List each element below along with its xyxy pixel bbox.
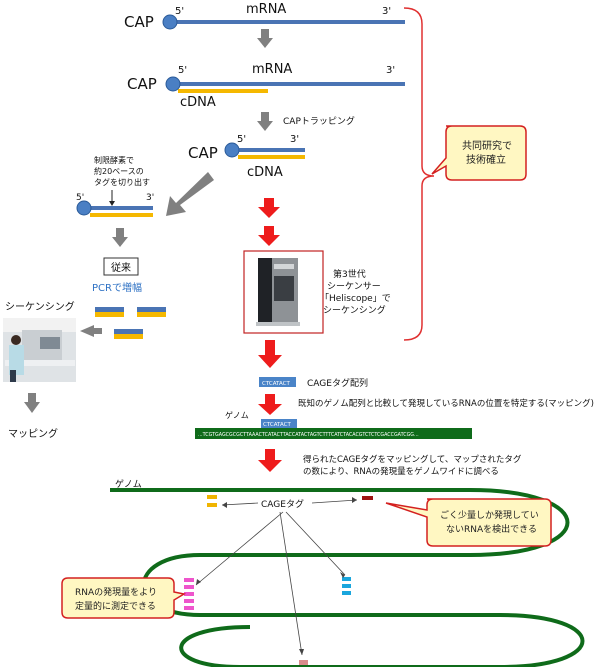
- third-gen-line2: シーケンサー: [327, 281, 381, 292]
- cap-label-2: CAP: [127, 75, 157, 93]
- conventional-box: 従来: [103, 257, 139, 276]
- red-arrow-1: [258, 198, 280, 218]
- rare-callout-line1: ごく少量しか発現してい: [440, 509, 539, 521]
- three-prime-label-4: 3': [146, 193, 154, 203]
- rare-callout-line2: ないRNAを検出できる: [446, 523, 537, 535]
- right-bracket: [403, 7, 435, 341]
- pcr-products: [95, 307, 166, 339]
- restriction-enzyme-note: 制限酵素で 約20ベースの タグを切り出す: [94, 155, 150, 206]
- count-desc-line1: 得られたCAGEタグをマッピングして、マップされたタグ: [303, 454, 522, 465]
- tag-pink-4: [184, 599, 194, 603]
- heliscope-caption: 第3世代 シーケンサー 「Heliscope」で シーケンシング: [320, 268, 391, 316]
- joint-callout-line2: 技術確立: [466, 153, 506, 166]
- cdna-label-2: cDNA: [180, 95, 216, 110]
- cage-tag-pointer-heads: [196, 497, 357, 655]
- tag-yellow-1: [207, 495, 217, 499]
- red-arrow-3: [258, 340, 282, 368]
- red-arrow-2: [258, 226, 280, 246]
- quant-callout: RNAの発現量をより 定量的に測定できる: [61, 577, 187, 619]
- gray-arrow-1: [257, 29, 273, 48]
- cage-tag-label: CAGEタグ: [261, 498, 304, 510]
- mrna-label-1: mRNA: [246, 2, 286, 17]
- tag-cyan-2: [342, 584, 351, 588]
- joint-research-callout: 共同研究で 技術確立: [431, 125, 527, 181]
- quant-callout-line1: RNAの発現量をより: [75, 586, 157, 598]
- genome-label-bottom: ゲノム: [115, 478, 142, 490]
- tag-cyan-3: [342, 591, 351, 595]
- heliscope-photo: [243, 250, 324, 334]
- gray-arrow-left-1: [112, 228, 128, 247]
- genome-mapping-desc: 既知のゲノム配列と比較して発現しているRNAの位置を特定する(マッピング): [298, 398, 594, 409]
- tag-pink-5: [184, 606, 194, 610]
- tag-rose: [299, 660, 308, 665]
- restriction-line2: 約20ベースの: [94, 166, 144, 176]
- cut-tag-strand: 5' 3': [76, 193, 154, 217]
- genome-tags: [184, 495, 373, 665]
- tag-pink-2: [184, 585, 194, 589]
- cage-tag-seq-label: CAGEタグ配列: [307, 377, 368, 389]
- cap-trapping-label: CAPトラッピング: [283, 115, 355, 127]
- step2-mrna-cdna: CAP 5' mRNA 3' cDNA: [127, 62, 405, 110]
- three-prime-label-3: 3': [290, 134, 299, 145]
- gray-arrow-left-2: [80, 325, 102, 337]
- pcr-label: PCRで増幅: [92, 281, 142, 294]
- five-prime-label-2: 5': [178, 65, 187, 76]
- left-branch-arrow: [166, 172, 214, 216]
- count-desc-line2: の数により、RNAの発現量をゲノムワイドに調べる: [303, 466, 499, 477]
- third-gen-line4: シーケンシング: [323, 304, 386, 316]
- lab-photo: [3, 318, 76, 382]
- five-prime-label-3: 5': [237, 134, 246, 145]
- red-arrow-5: [258, 449, 282, 472]
- cage-tag-pointers: [195, 499, 358, 656]
- tag-seq-text-2: CTCATACT: [263, 422, 291, 428]
- cap-circle-2: [165, 76, 181, 92]
- restriction-line1: 制限酵素で: [94, 155, 134, 165]
- cage-tag-sequence: CTCATACT CAGEタグ配列: [259, 377, 368, 389]
- cap-circle-1: [162, 14, 178, 30]
- quant-callout-line2: 定量的に測定できる: [75, 600, 156, 612]
- tag-yellow-2: [207, 503, 217, 507]
- joint-callout-line1: 共同研究で: [462, 139, 512, 152]
- tag-pink-1: [184, 578, 194, 582]
- mrna-label-2: mRNA: [252, 62, 292, 77]
- three-prime-label-1: 3': [382, 6, 391, 17]
- tag-darkred: [362, 496, 373, 500]
- tag-cyan-1: [342, 577, 351, 581]
- third-gen-line1: 第3世代: [333, 268, 366, 280]
- step3-cap-trapped: CAP 5' 3' cDNA: [188, 134, 305, 180]
- genome-curve: [110, 488, 585, 667]
- five-prime-label-1: 5': [175, 6, 184, 17]
- gray-arrow-2: [257, 112, 273, 131]
- conventional-label: 従来: [111, 261, 131, 274]
- mapping-left-label: マッピング: [8, 427, 58, 440]
- cap-label-1: CAP: [124, 13, 154, 31]
- three-prime-label-2: 3': [386, 65, 395, 76]
- tag-pink-3: [184, 592, 194, 596]
- red-arrow-4: [258, 394, 282, 415]
- cap-circle-4: [76, 200, 92, 216]
- step1-mrna: CAP 5' mRNA 3': [124, 2, 405, 31]
- five-prime-label-4: 5': [76, 193, 84, 203]
- mapped-tag: CTCATACT: [261, 419, 297, 428]
- cdna-label-3: cDNA: [247, 165, 283, 180]
- gray-arrow-left-3: [24, 393, 40, 413]
- cap-label-3: CAP: [188, 144, 218, 162]
- genome-label-top: ゲノム: [225, 410, 249, 420]
- rare-rna-callout: ごく少量しか発現してい ないRNAを検出できる: [385, 498, 552, 547]
- tag-seq-text-1: CTCATACT: [262, 381, 290, 387]
- third-gen-line3: 「Heliscope」で: [320, 293, 391, 304]
- genome-sequence-bar: ...TCGTGAGCGCGCTTAAACTCATACTTACCATACTAGT…: [195, 428, 472, 439]
- restriction-line3: タグを切り出す: [94, 177, 150, 187]
- genome-sequence-text: ...TCGTGAGCGCGCTTAAACTCATACTTACCATACTAGT…: [198, 432, 419, 438]
- cap-circle-3: [224, 142, 240, 158]
- sequencing-left-label: シーケンシング: [5, 300, 75, 313]
